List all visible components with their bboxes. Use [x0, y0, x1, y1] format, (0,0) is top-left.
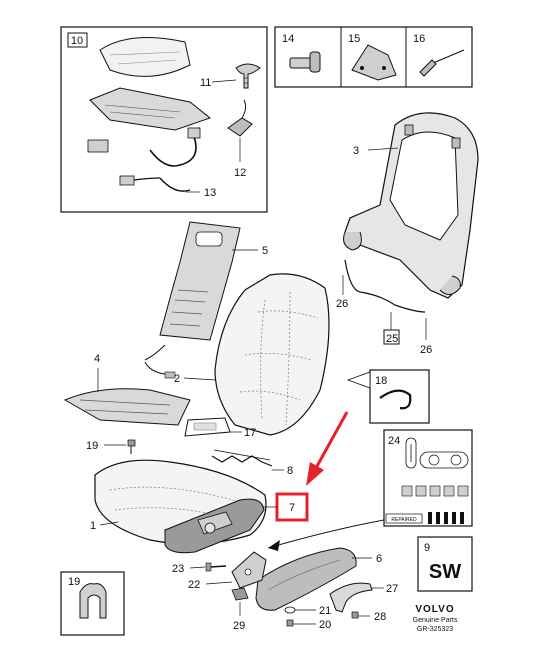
backrest-heater-part-5 [144, 221, 258, 361]
clip-part-11 [211, 63, 261, 89]
repaired-tag: REPAIRED [391, 517, 417, 523]
screw-part-28 [351, 611, 370, 619]
callout-5: 5 [262, 245, 268, 257]
side-panel-part-6 [255, 547, 372, 611]
callout-22: 22 [188, 579, 200, 591]
box-18 [346, 369, 430, 424]
box-24 [383, 429, 473, 527]
small-parts-strip: 14 15 16 [274, 26, 473, 88]
red-arrow [306, 411, 349, 486]
callout-27: 27 [386, 583, 398, 595]
pin-row [428, 512, 464, 524]
callout-26b: 26 [420, 344, 432, 356]
callout-10: 10 [71, 35, 83, 47]
cushion-heater-part-4 [63, 361, 191, 426]
callout-28: 28 [374, 611, 386, 623]
callout-15: 15 [348, 33, 360, 45]
callout-1: 1 [90, 520, 96, 532]
clip-part-29 [231, 587, 249, 616]
callout-17: 17 [244, 427, 256, 439]
callout-9: 9 [424, 542, 430, 554]
callout-16: 16 [413, 33, 425, 45]
callout-21: 21 [319, 605, 331, 617]
callout-23: 23 [172, 563, 184, 575]
grommet-part-14 [289, 51, 321, 73]
brand-ref: GR-325323 [417, 626, 453, 633]
backrest-frame-part-3 [342, 112, 479, 345]
callout-18: 18 [375, 375, 387, 387]
box-10: 10 11 12 13 [60, 26, 268, 213]
switch-pointer-line [267, 519, 385, 549]
side-panel-inner [164, 498, 265, 554]
switch-bracket-part-22 [205, 551, 267, 589]
callout-7: 7 [289, 502, 295, 514]
label-part-17 [184, 417, 242, 437]
callout-8: 8 [287, 465, 293, 477]
callout-29: 29 [233, 620, 245, 632]
rivet-part-16 [419, 49, 465, 77]
backrest-cover-part-2 [183, 273, 330, 436]
callout-11: 11 [200, 77, 211, 89]
callout-19a: 19 [86, 440, 98, 452]
box-19 [60, 571, 125, 636]
callout-4: 4 [94, 353, 100, 365]
bracket-part-15 [351, 44, 397, 81]
screw-part-19 [104, 439, 136, 454]
screw-part-23 [189, 562, 227, 572]
callout-14: 14 [282, 33, 294, 45]
callout-25: 25 [386, 333, 398, 345]
callout-13: 13 [204, 187, 216, 199]
box-9 [417, 536, 473, 592]
handle-part-27 [329, 582, 384, 613]
callout-19b: 19 [68, 576, 80, 588]
callout-26a: 26 [336, 298, 348, 310]
screw-part-20 [286, 619, 316, 627]
callout-6: 6 [376, 553, 382, 565]
sw-code: SW [429, 561, 461, 583]
harness-part-13 [87, 127, 201, 193]
callout-2: 2 [174, 373, 180, 385]
cushion-pad [99, 37, 191, 77]
module-part-12 [227, 99, 253, 162]
brand-name: VOLVO [415, 604, 454, 615]
callout-24: 24 [388, 435, 400, 447]
brand-line2: Genuine Parts [413, 617, 458, 624]
callout-12: 12 [234, 167, 246, 179]
connector-row [401, 485, 469, 497]
callout-20: 20 [319, 619, 331, 631]
callout-3: 3 [353, 145, 359, 157]
wire-clip-part-8 [211, 449, 284, 471]
washer-part-21 [284, 606, 316, 614]
highlight-callout-7 [262, 492, 309, 522]
